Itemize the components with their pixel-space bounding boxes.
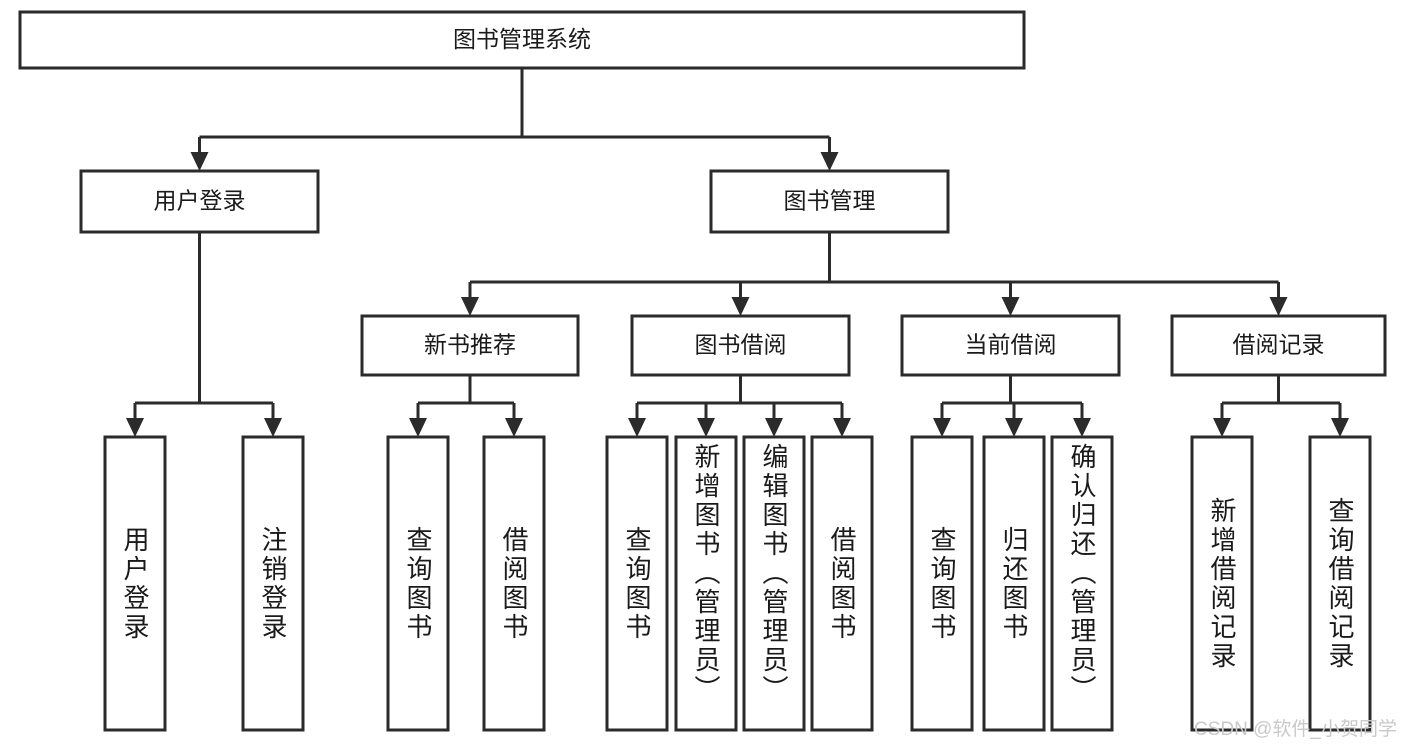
node-leaf-query-book-3[interactable] [910, 435, 974, 732]
node-leaf-query-record[interactable] [1308, 435, 1372, 732]
node-current-borrow[interactable] [900, 314, 1121, 377]
node-leaf-add-record[interactable] [1190, 435, 1254, 732]
node-leaf-query-book-2[interactable] [605, 435, 669, 732]
node-label-book-borrow: 图书借阅 [695, 332, 787, 358]
node-leaf-query-book-1[interactable] [386, 435, 450, 732]
node-new-book-rec[interactable] [360, 314, 580, 377]
node-leaf-borrow-book-1[interactable] [482, 435, 546, 732]
node-leaf-add-book[interactable] [674, 435, 738, 732]
node-label-current-borrow: 当前借阅 [965, 332, 1057, 358]
node-leaf-user-logout[interactable] [241, 435, 305, 732]
node-label-borrow-record: 借阅记录 [1233, 332, 1325, 358]
node-root[interactable] [18, 10, 1026, 70]
csdn-watermark: CSDN @软件_小贺同学 [1194, 719, 1397, 740]
node-borrow-record[interactable] [1170, 314, 1387, 377]
node-leaf-user-login[interactable] [103, 435, 167, 732]
node-book-manage[interactable] [709, 169, 950, 234]
node-label-user-login: 用户登录 [154, 188, 246, 214]
node-leaf-edit-book[interactable] [742, 435, 806, 732]
node-label-root: 图书管理系统 [453, 26, 591, 52]
node-leaf-borrow-book-2[interactable] [810, 435, 874, 732]
node-box-layer [18, 10, 1387, 732]
connector-layer [126, 68, 1349, 437]
node-leaf-confirm-return[interactable] [1050, 435, 1114, 732]
node-leaf-return-book[interactable] [982, 435, 1046, 732]
node-user-login[interactable] [79, 169, 320, 234]
node-label-book-manage: 图书管理 [784, 188, 876, 214]
node-book-borrow[interactable] [630, 314, 851, 377]
node-label-new-book-rec: 新书推荐 [424, 332, 516, 358]
